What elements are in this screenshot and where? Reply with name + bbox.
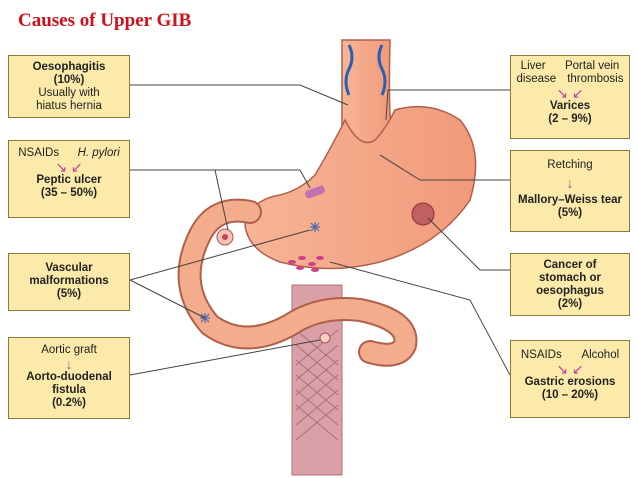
box-mallory-weiss: Retching ↓ Mallory–Weiss tear (5%): [510, 150, 630, 232]
peptic-cause-nsaids: NSAIDs: [18, 147, 60, 159]
mallory-label: Mallory–Weiss tear: [518, 194, 622, 206]
varix-right: [377, 44, 387, 96]
peptic-cause-hpylori: H. pylori: [77, 147, 120, 159]
box-gastric-erosions: NSAIDs Alcohol ↘ ↙ Gastric erosions (10 –…: [510, 340, 630, 418]
aorto-pct: (0.2%): [52, 397, 86, 409]
mallory-pct: (5%): [557, 207, 583, 219]
fistula-spot: [319, 332, 331, 344]
varices-pct: (2 – 9%): [548, 113, 592, 125]
varices-cause2b: thrombosis: [567, 73, 624, 85]
cancer-label3: oesophagus: [536, 285, 604, 297]
tumour: [411, 202, 435, 226]
erosions-pct: (10 – 20%): [541, 389, 599, 401]
down-arrow-icon: ↓: [65, 356, 73, 372]
peptic-label: Peptic ulcer: [36, 174, 102, 186]
converge-arrow-icon: ↘ ↙: [55, 159, 83, 175]
erosions-cause-alcohol: Alcohol: [581, 349, 620, 361]
cancer-pct: (2%): [557, 298, 583, 310]
page-title: Causes of Upper GIB: [18, 10, 192, 31]
varices-label: Varices: [549, 100, 591, 112]
vascular-pct: (5%): [56, 288, 82, 300]
erosions-cause-nsaids: NSAIDs: [520, 349, 562, 361]
varices-cause2a: Portal vein: [564, 60, 620, 72]
erosions-label: Gastric erosions: [524, 376, 616, 388]
mallory-cause: Retching: [547, 159, 593, 171]
cancer-label1: Cancer of: [543, 259, 597, 271]
varices-cause1b: disease: [516, 73, 557, 85]
peptic-pct: (35 – 50%): [40, 187, 98, 199]
aorto-label1: Aorto-duodenal: [26, 371, 112, 383]
vascular-label2: malformations: [29, 275, 109, 287]
aorto-label2: fistula: [52, 384, 86, 396]
oesophagitis-label: Oesophagitis: [32, 61, 106, 73]
oesophagitis-note2: hiatus hernia: [36, 100, 102, 112]
vascular-label1: Vascular: [45, 262, 93, 274]
box-oesophagitis: Oesophagitis (10%) Usually with hiatus h…: [8, 55, 130, 118]
box-aorto-duodenal: Aortic graft ↓ Aorto-duodenal fistula (0…: [8, 337, 130, 419]
down-arrow-icon: ↓: [566, 175, 574, 191]
stomach: [244, 105, 477, 270]
converge-arrow-icon: ↘ ↙: [556, 85, 584, 101]
box-varices: Liver Portal vein disease thrombosis ↘ ↙ V…: [510, 55, 630, 139]
converge-arrow-icon: ↘ ↙: [556, 361, 584, 377]
varices-cause1a: Liver: [520, 60, 546, 72]
gastric-ulcer: [305, 185, 325, 199]
box-peptic-ulcer: NSAIDs H. pylori ↘ ↙ Peptic ulcer (35 – 5…: [8, 140, 130, 218]
cancer-label2: stomach or: [539, 272, 601, 284]
aorto-cause: Aortic graft: [41, 344, 97, 356]
box-cancer: Cancer of stomach or oesophagus (2%): [510, 253, 630, 316]
oesophagitis-note1: Usually with: [38, 87, 100, 99]
varix-left: [344, 44, 354, 96]
erosion-spots: [288, 256, 324, 272]
aortic-graft-mesh: [295, 329, 339, 441]
leader-lines: [129, 84, 511, 376]
box-vascular: Vascular malformations (5%): [8, 253, 130, 311]
oesophagitis-pct: (10%): [53, 74, 85, 86]
